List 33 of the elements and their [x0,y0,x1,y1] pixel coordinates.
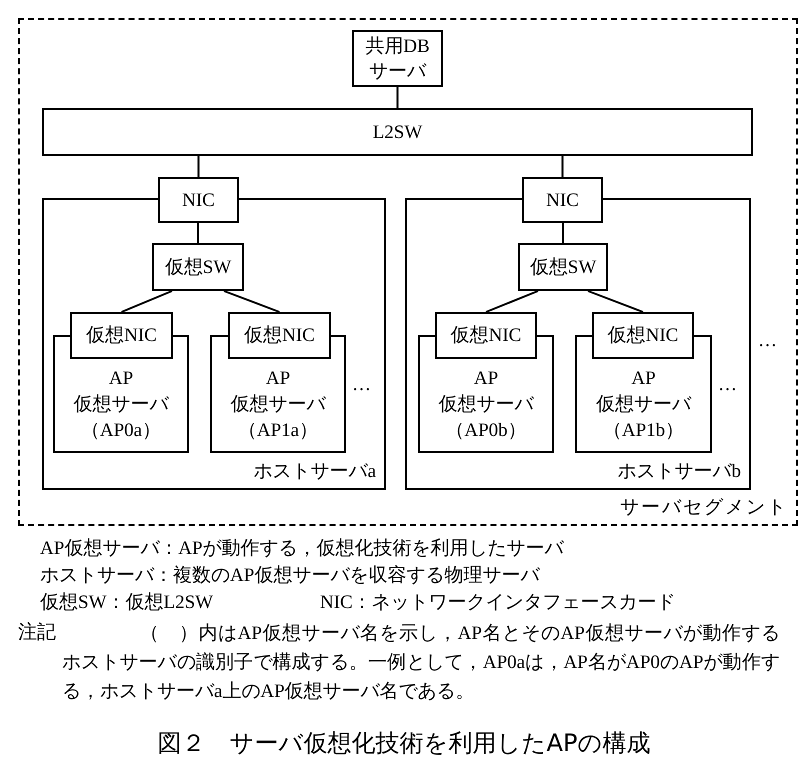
ellipsis-text: … [758,330,777,352]
virtual-nic-box: 仮想NIC [435,312,537,359]
virtual-nic-box: 仮想NIC [592,312,694,359]
host-label: ホストサーバb [618,460,741,484]
connector-line [486,290,538,313]
figure-caption: 図２ サーバ仮想化技術を利用したAPの構成 [156,728,652,759]
definition-text: NIC：ネットワークインタフェースカード [320,591,676,615]
connector-line [224,290,280,313]
definition-text: ホストサーバ：複数のAP仮想サーバを収容する物理サーバ [40,564,540,588]
switch-bar: L2SW [42,108,753,156]
connector-line [197,223,199,243]
nic-box: NIC [522,177,603,223]
note-text: （ ）内はAP仮想サーバ名を示し，AP名とそのAP仮想サーバが動作するホストサーバの識別子で構成する。一例として，AP0aは，AP名がAP0のAPが動作する，ホストサーバa上のAP仮想サーバ名である。 [62,622,780,704]
connector-line [198,156,200,177]
host-label: ホストサーバa [254,460,376,484]
switch-box: 仮想SW [152,243,244,291]
connector-line [396,87,398,108]
note-heading: 注記 [18,621,56,645]
connector-line [121,290,172,313]
nic-box: NIC [158,177,239,223]
connector-line [588,290,644,313]
server-box: 共用DBサーバ [352,30,443,87]
segment-label: サーバセグメント [620,496,788,520]
ellipsis-text: … [352,374,371,396]
ellipsis-text: … [718,374,737,396]
definition-text: 仮想SW：仮想L2SW [40,591,214,615]
connector-line [562,156,564,177]
virtual-nic-box: 仮想NIC [228,312,331,359]
virtual-nic-box: 仮想NIC [70,312,173,359]
connector-line [562,223,564,243]
switch-box: 仮想SW [518,243,608,291]
segment-frame [18,18,798,526]
definition-text: AP仮想サーバ：APが動作する，仮想化技術を利用したサーバ [40,537,564,561]
